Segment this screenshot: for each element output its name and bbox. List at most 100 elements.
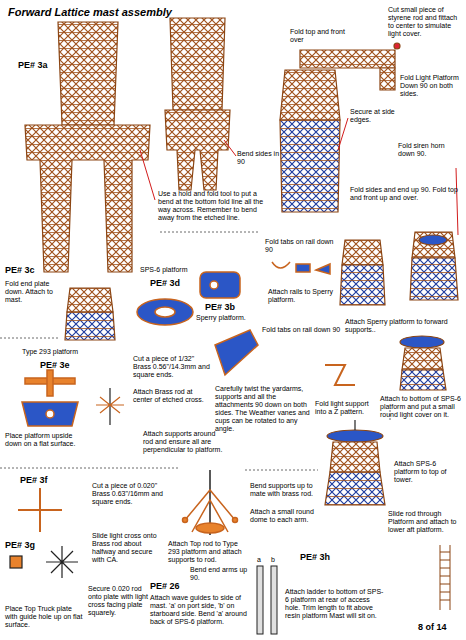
instruction-note: Type 293 platform	[22, 348, 102, 356]
instruction-note: Attach a small round dome to each arm.	[250, 508, 322, 524]
part-number: PE# 26	[150, 581, 195, 591]
art-polygon	[412, 232, 455, 258]
art-ellipse	[196, 523, 224, 533]
instruction-note: Slide light cross onto Brass rod about h…	[92, 532, 160, 564]
instruction-note: Cut small piece of styrene rod and fitta…	[388, 6, 462, 38]
art-path	[18, 488, 62, 532]
pe-3f-cross	[18, 488, 62, 532]
art-polygon	[340, 265, 385, 305]
art-polygon	[170, 18, 225, 110]
instruction-note: Place platform upside down on a flat sur…	[5, 432, 85, 448]
art-path	[96, 397, 124, 413]
art-polygon	[300, 50, 395, 68]
instruction-note: Bend end arms up 90.	[190, 566, 252, 582]
art-rect	[296, 264, 310, 272]
part-number: PE# 3a	[18, 60, 68, 70]
art-path	[160, 232, 258, 233]
instruction-note: SPS-6 platform	[140, 266, 200, 274]
art-polygon	[22, 402, 78, 426]
art-polygon	[165, 110, 230, 190]
instruction-note: Bend supports up to mate with brass rod.	[250, 482, 320, 498]
instruction-note: Sperry platform.	[196, 314, 256, 322]
art-polygon	[280, 120, 340, 212]
instruction-note: Attach ladder to bottom of SPS-6 platfor…	[285, 588, 385, 620]
instruction-note: Fold tabs on rail down 90	[262, 326, 342, 334]
part-number: PE# 3b	[205, 302, 250, 312]
mast-sperry	[340, 232, 458, 305]
art-rect	[47, 370, 53, 396]
art-path	[0, 338, 58, 339]
title: Forward Lattice mast assembly	[8, 6, 228, 19]
art-polygon	[58, 22, 118, 125]
art-circle	[233, 518, 238, 523]
art-path	[46, 546, 78, 578]
art-ellipse	[419, 235, 447, 245]
art-polyline	[325, 365, 355, 385]
instruction-note: Fold siren horn down 90.	[398, 142, 460, 158]
rod-supports	[183, 470, 238, 535]
art-path	[245, 470, 318, 471]
instruction-note: b	[271, 556, 279, 564]
instruction-note: Attach to bottom of SPS-6 platform and p…	[380, 395, 462, 419]
art-ellipse	[400, 336, 444, 348]
art-polygon	[67, 288, 113, 312]
instruction-note: Secure 0.020 rod onto plate with light c…	[88, 585, 150, 617]
instruction-note: Fold light support into a Z pattern.	[315, 400, 371, 416]
art-polygon	[65, 312, 115, 340]
art-polygon	[402, 348, 443, 370]
art-polygon	[325, 472, 385, 505]
part-number: PE# 3g	[5, 540, 50, 550]
art-circle	[394, 43, 400, 49]
art-path	[354, 420, 355, 430]
pe-3a-bent	[165, 18, 230, 190]
art-path	[0, 468, 180, 469]
part-number: PE# 3d	[150, 278, 195, 288]
part-number: PE# 3c	[5, 265, 50, 275]
light-support	[325, 365, 355, 385]
instruction-note: Attach supports around rod and ensure al…	[143, 430, 223, 454]
art-path	[224, 140, 236, 156]
instruction-note: a	[257, 556, 265, 564]
art-rect	[10, 556, 22, 568]
art-ellipse	[327, 430, 383, 442]
art-path	[140, 150, 155, 200]
instruction-note: Cut a piece of 1/32" Brass 0.56"/14.3mm …	[133, 355, 213, 379]
instruction-note: Attach Brass rod at center of etched cro…	[133, 388, 208, 404]
pe-3a-flat	[25, 22, 150, 272]
part-number: PE# 3h	[300, 552, 350, 562]
ladder	[440, 545, 450, 610]
art-polygon	[410, 258, 458, 300]
mast-sps6	[400, 336, 446, 390]
art-path	[272, 262, 290, 268]
instruction-note: Attach Top rod to Type 293 platform and …	[168, 540, 248, 564]
instruction-note: Attach SPS-6 platform to top of tower.	[394, 460, 462, 484]
art-circle	[183, 518, 188, 523]
art-polygon	[342, 240, 383, 265]
leader-lines	[140, 118, 458, 235]
art-circle	[210, 281, 218, 289]
art-polygon	[215, 330, 258, 375]
art-polygon	[25, 125, 150, 272]
art-rect	[257, 566, 263, 634]
instruction-note: Carefully twist the yardarms, supports a…	[215, 385, 315, 433]
art-path	[338, 118, 348, 150]
instruction-note: Secure at side edges.	[350, 108, 398, 124]
mast-final	[325, 420, 385, 505]
art-polygon	[400, 370, 446, 390]
sperry-platform	[200, 272, 240, 298]
art-ellipse	[137, 299, 193, 325]
art-rect	[200, 272, 240, 298]
instruction-note: Attach rails to Sperry platform.	[268, 288, 338, 304]
instruction-note: Fold end plate down. Attach to mast.	[5, 280, 63, 304]
art-path	[440, 545, 450, 610]
art-path	[456, 168, 458, 235]
part-number: 8 of 14	[418, 622, 462, 632]
instruction-note: Bend sides in 90	[237, 150, 287, 166]
instruction-note: Attach wave guides to side of mast. 'a' …	[150, 594, 250, 626]
type293	[22, 370, 78, 426]
art-ellipse	[155, 307, 175, 317]
art-polygon	[330, 442, 380, 472]
instruction-note: Place Top Truck plate with guide hole up…	[5, 605, 85, 629]
brass-rod	[96, 388, 124, 425]
